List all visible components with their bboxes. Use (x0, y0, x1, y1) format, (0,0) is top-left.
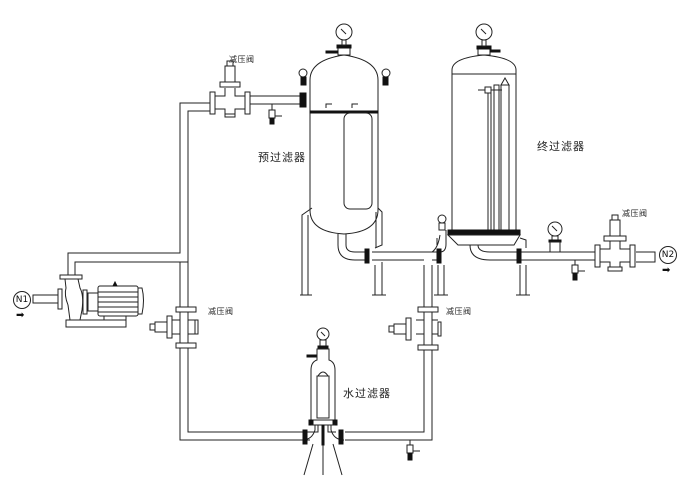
pre-filter-label: 预过滤器 (258, 151, 306, 164)
motor-arrow-icon (112, 280, 118, 287)
inlet-flange (57, 288, 63, 310)
discharge-flange (59, 274, 83, 280)
safety-valve-left (298, 68, 308, 78)
prv-left-bottom-label: 减压阀 (208, 307, 234, 316)
pump-casing (64, 278, 84, 321)
prv-mid-bottom (388, 265, 442, 351)
final-filter-vessel (431, 23, 530, 296)
inlet-node-n1: N1 (13, 291, 31, 309)
prv-mid-bottom-label: 减压阀 (446, 307, 472, 316)
prv-right (594, 214, 636, 272)
pump-motor-assembly (32, 274, 144, 328)
inlet-flow-arrow-icon: ➡ (16, 310, 25, 321)
motor-end-cap (137, 287, 144, 315)
prv-top-label: 减压阀 (229, 55, 255, 64)
pump-inlet-pipe (32, 294, 60, 304)
outlet-flow-arrow-icon: ➡ (662, 265, 671, 276)
pump-base (65, 319, 127, 328)
final-filter-label: 终过滤器 (537, 140, 585, 153)
small-gauge (437, 214, 447, 224)
outlet-instruments (547, 221, 585, 281)
prv-left-bottom (149, 306, 199, 349)
drain-valve-bottom (406, 440, 420, 461)
outlet-node-n2: N2 (659, 246, 677, 264)
filter-cartridge (343, 112, 373, 210)
water-filter-label: 水过滤器 (343, 387, 391, 400)
water-filter (301, 327, 345, 476)
drain-valve-top (268, 104, 282, 125)
filter-element (493, 84, 500, 234)
filter-element (500, 84, 510, 234)
prv-top (209, 60, 251, 118)
pre-filter-vessel (298, 23, 391, 296)
prv-right-label: 减压阀 (622, 209, 648, 218)
safety-valve-right (381, 68, 391, 78)
